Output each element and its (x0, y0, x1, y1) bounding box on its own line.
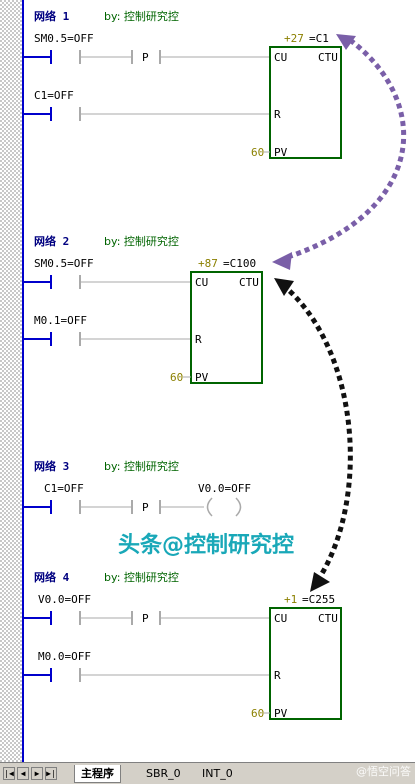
p-edge-contact[interactable]: P (131, 500, 204, 514)
cu-pin: CU (274, 51, 287, 64)
tab-bar: |◀ ◀ ▶ ▶| 主程序 SBR_0 INT_0 (0, 762, 415, 784)
contact-label: SM0.5=OFF (34, 257, 94, 270)
coil-label: V0.0=OFF (198, 482, 251, 495)
contact-m01[interactable] (24, 332, 191, 346)
watermark: @悟空问答 (356, 765, 411, 778)
r-pin: R (274, 669, 281, 682)
r-pin: R (274, 108, 281, 121)
r-pin: R (195, 333, 202, 346)
pv-pin: PV (274, 707, 288, 720)
network-comment: by: 控制研究控 (104, 570, 179, 584)
tab-int0[interactable]: INT_0 (202, 767, 233, 780)
counter-box[interactable]: +1 =C255 CU CTU R 60 PV (251, 593, 342, 720)
counter-name: =C100 (223, 257, 256, 270)
tab-main-program[interactable]: 主程序 (74, 765, 121, 783)
counter-name: =C1 (309, 32, 329, 45)
counter-value: +87 (198, 257, 218, 270)
cu-pin: CU (274, 612, 287, 625)
counter-type: CTU (318, 612, 338, 625)
network-title: 网络 4 (34, 570, 70, 584)
contact-label: M0.1=OFF (34, 314, 87, 327)
contact-v00[interactable] (24, 611, 132, 625)
black-dotted-arrow (274, 278, 353, 592)
last-tab-icon[interactable]: ▶| (45, 767, 57, 780)
ladder-diagram: 网络 1 by: 控制研究控 SM0.5=OFF C1=OFF P (0, 0, 406, 762)
counter-type: CTU (318, 51, 338, 64)
pv-value: 60 (251, 707, 264, 720)
contact-m00[interactable] (24, 668, 270, 682)
network-comment: by: 控制研究控 (104, 234, 179, 248)
network-comment: by: 控制研究控 (104, 459, 179, 473)
contact-label: M0.0=OFF (38, 650, 91, 663)
arrowhead-icon (336, 34, 356, 50)
network-title: 网络 3 (34, 459, 69, 473)
pv-pin: PV (195, 371, 209, 384)
pv-value: 60 (251, 146, 264, 159)
network-title: 网络 1 (34, 9, 70, 23)
network-4: 网络 4 by: 控制研究控 V0.0=OFF M0.0=OFF P (24, 570, 342, 720)
contact-label: SM0.5=OFF (34, 32, 94, 45)
next-tab-icon[interactable]: ▶ (31, 767, 43, 780)
cu-pin: CU (195, 276, 208, 289)
contact-label: V0.0=OFF (38, 593, 91, 606)
pv-pin: PV (274, 146, 288, 159)
counter-value: +27 (284, 32, 304, 45)
p-label: P (142, 501, 149, 514)
contact-label: C1=OFF (34, 89, 74, 102)
contact-sm05[interactable] (24, 275, 191, 289)
left-gutter (0, 0, 22, 762)
network-2: 网络 2 by: 控制研究控 SM0.5=OFF M0.1=OFF +87 =C… (24, 234, 263, 384)
arrowhead-icon (310, 572, 330, 592)
overlay-watermark-text: 头条@控制研究控 (118, 532, 294, 558)
p-label: P (142, 612, 149, 625)
p-edge-contact[interactable]: P (131, 611, 270, 625)
network-comment: by: 控制研究控 (104, 9, 179, 23)
tab-sbr0[interactable]: SBR_0 (146, 767, 181, 780)
output-coil[interactable]: V0.0=OFF (198, 482, 251, 517)
counter-box[interactable]: +27 =C1 CU CTU R 60 PV (251, 32, 342, 159)
arrowhead-icon (272, 252, 292, 270)
counter-type: CTU (239, 276, 259, 289)
first-tab-icon[interactable]: |◀ (3, 767, 15, 780)
p-edge-contact[interactable]: P (131, 50, 270, 64)
contact-c1[interactable] (24, 107, 270, 121)
prev-tab-icon[interactable]: ◀ (17, 767, 29, 780)
network-title: 网络 2 (34, 234, 69, 248)
counter-box[interactable]: +87 =C100 CU CTU R 60 PV (170, 257, 263, 384)
contact-c1[interactable] (24, 500, 132, 514)
contact-sm05[interactable] (24, 50, 132, 64)
arrowhead-icon (274, 278, 294, 296)
purple-dotted-arrow (272, 34, 406, 270)
counter-value: +1 (284, 593, 297, 606)
contact-label: C1=OFF (44, 482, 84, 495)
pv-value: 60 (170, 371, 183, 384)
counter-name: =C255 (302, 593, 335, 606)
network-3: 网络 3 by: 控制研究控 C1=OFF P V0.0=OFF (24, 459, 251, 517)
network-1: 网络 1 by: 控制研究控 SM0.5=OFF C1=OFF P (24, 9, 342, 159)
p-label: P (142, 51, 149, 64)
